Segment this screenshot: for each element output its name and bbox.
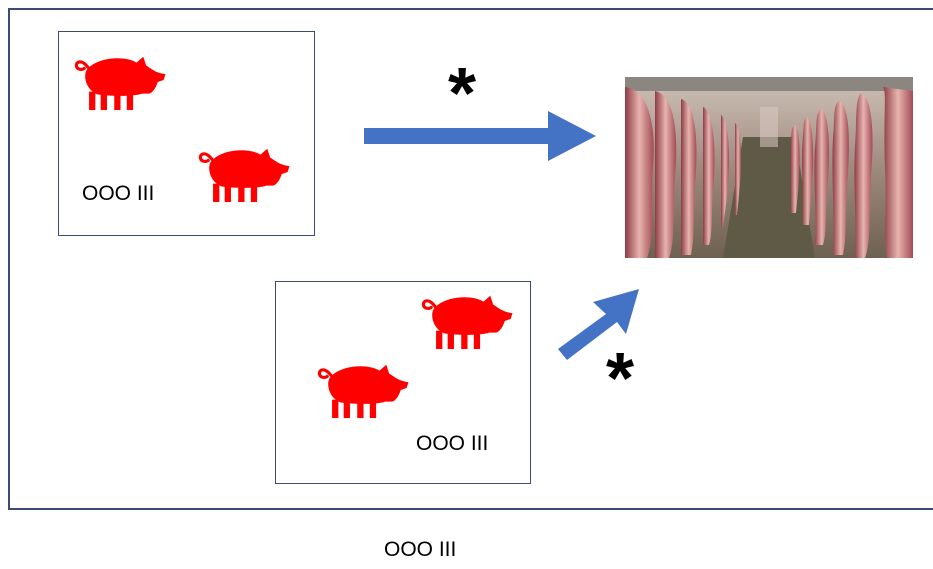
pig-icon [315, 359, 413, 419]
slaughterhouse-carcass-photo [625, 77, 913, 258]
farm-bottom-label: OOO III [416, 432, 489, 455]
arrow-diagonal [558, 289, 639, 360]
pig-icon [72, 51, 170, 111]
star-mark-top: * [448, 54, 477, 134]
pig-icon [419, 290, 517, 350]
arrow-right [364, 111, 596, 161]
pig-icon [196, 143, 294, 203]
star-mark-bottom: * [606, 339, 635, 419]
diagram-frame [8, 8, 933, 510]
figure-caption: OOO III [384, 538, 457, 561]
farm-top-label: OOO III [82, 182, 155, 205]
